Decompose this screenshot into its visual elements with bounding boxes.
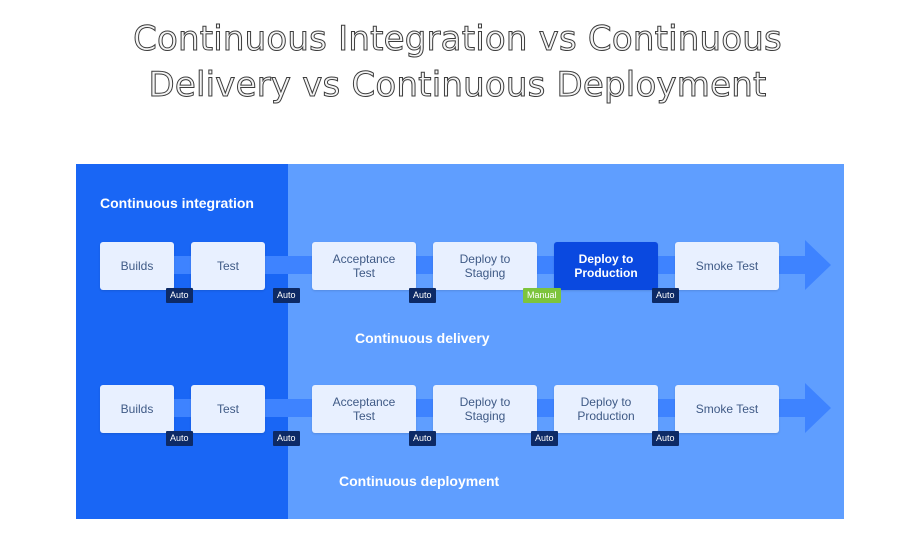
deployment-gate-auto: Auto bbox=[273, 431, 300, 446]
step-label: Builds bbox=[120, 402, 154, 416]
deployment-gate-auto: Auto bbox=[531, 431, 558, 446]
step-label-line-1: Deploy to bbox=[459, 395, 511, 409]
step-label-line-1: Acceptance bbox=[332, 395, 396, 409]
deployment-step-smoke-test: Smoke Test bbox=[675, 385, 779, 433]
page-title-line-2: Delivery vs Continuous Deployment bbox=[148, 65, 767, 106]
deployment-arrow-head-icon bbox=[805, 383, 831, 433]
deployment-step-test: Test bbox=[191, 385, 265, 433]
continuous-integration-panel bbox=[76, 164, 288, 519]
delivery-gate-auto: Auto bbox=[409, 288, 436, 303]
delivery-arrow-head-icon bbox=[805, 240, 831, 290]
step-label: Smoke Test bbox=[695, 259, 759, 273]
step-label-line-1: Acceptance bbox=[332, 252, 396, 266]
step-label-line-2: Staging bbox=[464, 409, 506, 423]
step-label: Test bbox=[216, 259, 239, 273]
continuous-deployment-label: Continuous deployment bbox=[339, 473, 500, 489]
page-title-line-1: Continuous Integration vs Continuous bbox=[133, 19, 783, 60]
delivery-gate-auto: Auto bbox=[273, 288, 300, 303]
deployment-gate-auto: Auto bbox=[652, 431, 679, 446]
delivery-step-test: Test bbox=[191, 242, 265, 290]
step-label-line-2: Production bbox=[577, 409, 635, 423]
step-label-line-2: Staging bbox=[464, 266, 506, 280]
deployment-step-builds: Builds bbox=[100, 385, 174, 433]
step-label-line-1: Deploy to bbox=[580, 395, 632, 409]
step-label-line-2: Test bbox=[352, 266, 375, 280]
step-label-line-2: Test bbox=[352, 409, 375, 423]
step-label: Test bbox=[216, 402, 239, 416]
delivery-gate-auto: Auto bbox=[652, 288, 679, 303]
pipeline-diagram: Continuous integration Builds Test Accep… bbox=[76, 164, 844, 519]
delivery-step-builds: Builds bbox=[100, 242, 174, 290]
delivery-gate-manual: Manual bbox=[523, 288, 561, 303]
continuous-integration-label: Continuous integration bbox=[100, 195, 254, 211]
deployment-gate-auto: Auto bbox=[409, 431, 436, 446]
continuous-delivery-label: Continuous delivery bbox=[355, 330, 490, 346]
step-label: Smoke Test bbox=[695, 402, 759, 416]
deployment-gate-auto: Auto bbox=[166, 431, 193, 446]
delivery-gate-auto: Auto bbox=[166, 288, 193, 303]
step-label-line-1: Deploy to bbox=[459, 252, 511, 266]
step-label-line-1: Deploy to bbox=[578, 252, 634, 266]
delivery-step-smoke-test: Smoke Test bbox=[675, 242, 779, 290]
step-label: Builds bbox=[120, 259, 154, 273]
step-label-line-2: Production bbox=[574, 266, 638, 280]
